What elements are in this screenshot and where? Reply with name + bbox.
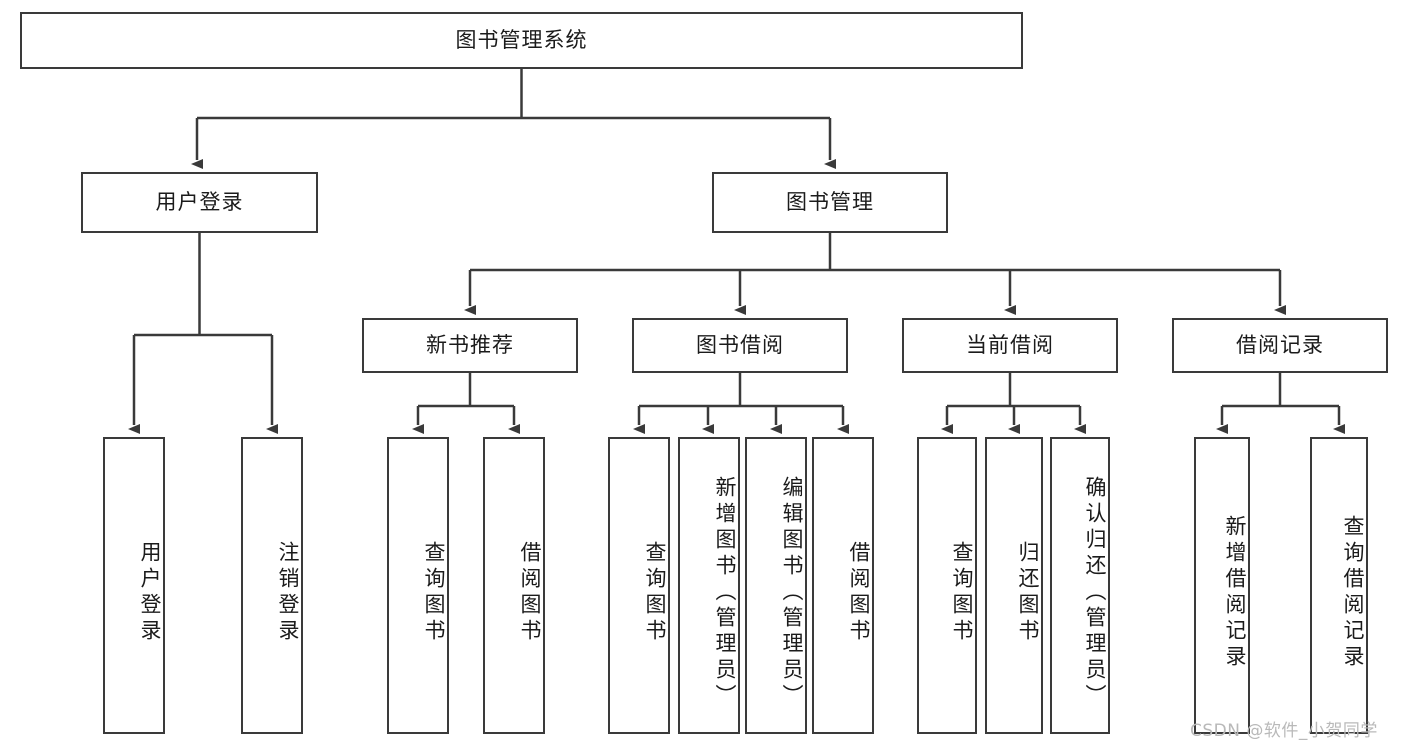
leaf-label: 归还图书 xyxy=(1016,540,1040,645)
leaf-label: 编辑图书（管理员） xyxy=(780,475,804,710)
connector-book-borrow-to-leaves xyxy=(633,373,849,434)
node-leaf-edit-book[interactable]: 编辑图书（管理员） xyxy=(745,437,807,734)
node-leaf-borrow-book-1[interactable]: 借阅图书 xyxy=(483,437,545,734)
node-leaf-user-logout[interactable]: 注销登录 xyxy=(241,437,303,734)
connector-new-book-rec-to-leaves xyxy=(412,373,520,434)
connector-user-login-to-leaves xyxy=(128,233,278,434)
node-leaf-confirm-return[interactable]: 确认归还（管理员） xyxy=(1050,437,1110,734)
leaf-label: 新增借阅记录 xyxy=(1223,514,1247,671)
leaf-label: 确认归还（管理员） xyxy=(1083,475,1107,710)
node-leaf-query-book-1[interactable]: 查询图书 xyxy=(387,437,449,734)
node-user-login[interactable]: 用户登录 xyxy=(81,172,318,233)
leaf-label: 借阅图书 xyxy=(518,540,542,645)
connector-root-to-level2 xyxy=(191,69,836,169)
node-current-borrow[interactable]: 当前借阅 xyxy=(902,318,1118,373)
leaf-label: 查询图书 xyxy=(422,540,446,645)
leaf-label: 借阅图书 xyxy=(847,540,871,645)
csdn-watermark: CSDN @软件_小贺同学 xyxy=(1190,721,1378,741)
node-leaf-user-login[interactable]: 用户登录 xyxy=(103,437,165,734)
leaf-label: 新增图书（管理员） xyxy=(713,475,737,710)
node-leaf-borrow-book-2[interactable]: 借阅图书 xyxy=(812,437,874,734)
node-book-borrow[interactable]: 图书借阅 xyxy=(632,318,848,373)
connector-current-borrow-to-leaves xyxy=(941,373,1086,434)
node-leaf-query-book-3[interactable]: 查询图书 xyxy=(917,437,977,734)
leaf-label: 注销登录 xyxy=(276,540,300,645)
node-leaf-query-record[interactable]: 查询借阅记录 xyxy=(1310,437,1368,734)
connector-book-manage-to-level3 xyxy=(464,233,1286,315)
leaf-label: 查询图书 xyxy=(950,540,974,645)
node-leaf-query-book-2[interactable]: 查询图书 xyxy=(608,437,670,734)
node-book-manage[interactable]: 图书管理 xyxy=(712,172,948,233)
leaf-label: 查询借阅记录 xyxy=(1341,514,1365,671)
connector-borrow-record-to-leaves xyxy=(1216,373,1345,434)
node-borrow-record[interactable]: 借阅记录 xyxy=(1172,318,1388,373)
leaf-label: 用户登录 xyxy=(138,540,162,645)
node-leaf-add-record[interactable]: 新增借阅记录 xyxy=(1194,437,1250,734)
node-root[interactable]: 图书管理系统 xyxy=(20,12,1023,69)
node-leaf-return-book[interactable]: 归还图书 xyxy=(985,437,1043,734)
node-leaf-add-book[interactable]: 新增图书（管理员） xyxy=(678,437,740,734)
node-new-book-rec[interactable]: 新书推荐 xyxy=(362,318,578,373)
leaf-label: 查询图书 xyxy=(643,540,667,645)
